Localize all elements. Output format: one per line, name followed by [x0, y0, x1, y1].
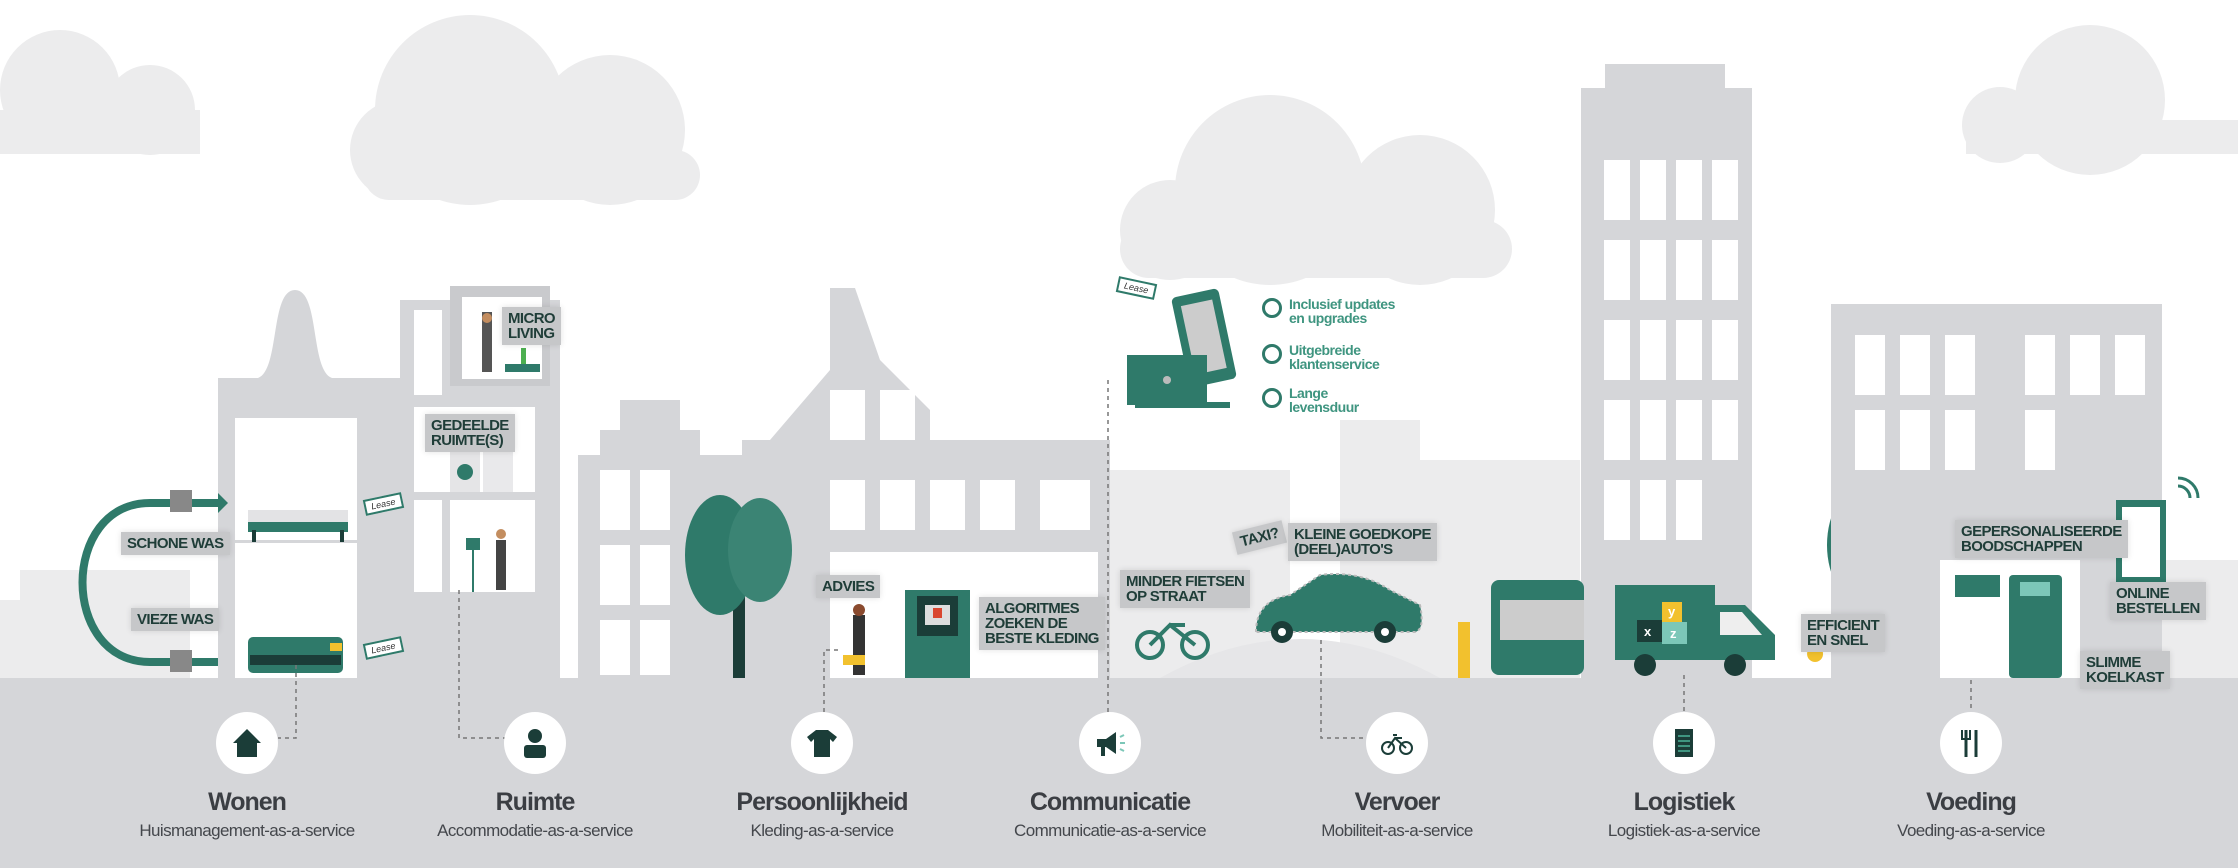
megaphone-icon[interactable]: [1079, 712, 1141, 774]
label-minder-fietsen: MINDER FIETSEN OP STRAAT: [1120, 570, 1251, 608]
label-vieze-was: VIEZE WAS: [131, 608, 220, 631]
cloud: [350, 15, 700, 205]
laundry-basket-dirty-icon: [170, 650, 192, 672]
category-subtitle: Huismanagement-as-a-service: [139, 821, 355, 840]
tree: [685, 495, 792, 678]
category-persoonlijkheid[interactable]: Persoonlijkheid Kleding-as-a-service: [702, 712, 942, 841]
category-ruimte[interactable]: Ruimte Accommodatie-as-a-service: [415, 712, 655, 841]
road-hill: [1160, 639, 1440, 678]
label-efficient: EFFICIENT EN SNEL: [1801, 614, 1886, 652]
truck-box-x: x: [1644, 624, 1652, 639]
category-subtitle: Kleding-as-a-service: [750, 821, 895, 840]
category-logistiek[interactable]: Logistiek Logistiek-as-a-service: [1564, 712, 1804, 841]
bicycle: [1135, 622, 1210, 660]
category-title: Ruimte: [495, 788, 576, 816]
label-schone-was: SCHONE WAS: [121, 532, 230, 555]
label-kleine-autos: KLEINE GOEDKOPE (DEEL)AUTO'S: [1288, 523, 1437, 561]
label-slimme-koelkast: SLIMME KOELKAST: [2080, 651, 2170, 689]
charging-pole: [1458, 622, 1470, 678]
oven: [1955, 575, 2000, 597]
wifi-icon: [2177, 476, 2200, 499]
category-title: Communicatie: [1029, 788, 1191, 816]
category-vervoer[interactable]: Vervoer Mobiliteit-as-a-service: [1277, 712, 1517, 841]
category-subtitle: Mobiliteit-as-a-service: [1321, 821, 1473, 840]
category-title: Wonen: [208, 788, 287, 816]
voeding-building: [1831, 304, 2200, 678]
category-subtitle: Voeding-as-a-service: [1897, 821, 2045, 840]
feature-updates: Inclusief updates en upgrades: [1289, 296, 1395, 326]
shared-car: [1254, 573, 1423, 643]
cycle-icon: [1262, 388, 1282, 408]
ground: [0, 678, 2238, 868]
delivery-truck: [1615, 585, 1824, 676]
logistiek-tower: [1581, 64, 1752, 678]
laundry-basket-clean-icon: [170, 490, 192, 512]
category-subtitle: Communicatie-as-a-service: [1014, 821, 1206, 840]
label-gedeelde-ruimtes: GEDEELDE RUIMTE(S): [425, 414, 515, 452]
persoonlijkheid-building: [578, 288, 1110, 678]
category-subtitle: Accommodatie-as-a-service: [437, 821, 633, 840]
wrench-wifi-icon: [1262, 298, 1282, 318]
category-title: Voeding: [1926, 788, 2017, 816]
category-voeding[interactable]: Voeding Voeding-as-a-service: [1851, 712, 2091, 841]
truck-box-z: z: [1670, 626, 1677, 641]
cloud: [0, 30, 200, 155]
category-title: Logistiek: [1633, 788, 1736, 816]
cutlery-icon[interactable]: [1940, 712, 2002, 774]
connector-lines: [278, 380, 1972, 739]
tshirt-icon[interactable]: [791, 712, 853, 774]
cloud: [1120, 95, 1512, 285]
headset-icon: [1262, 344, 1282, 364]
label-algoritmes: ALGORITMES ZOEKEN DE BESTE KLEDING: [979, 597, 1105, 650]
bicycle-icon[interactable]: [1366, 712, 1428, 774]
category-title: Persoonlijkheid: [736, 788, 908, 816]
devices: [1127, 288, 1237, 408]
label-online-bestellen: ONLINE BESTELLEN: [2110, 582, 2206, 620]
label-advies: ADVIES: [816, 575, 881, 598]
feature-klantenservice: Uitgebreide klantenservice: [1289, 342, 1380, 372]
person-icon[interactable]: [504, 712, 566, 774]
document-icon[interactable]: [1653, 712, 1715, 774]
category-subtitle: Logistiek-as-a-service: [1607, 821, 1761, 840]
feature-levensduur: Lange levensduur: [1289, 385, 1359, 415]
truck-box-y: y: [1668, 604, 1676, 619]
category-communicatie[interactable]: Communicatie Communicatie-as-a-service: [990, 712, 1230, 841]
clouds: [0, 15, 2238, 285]
category-title: Vervoer: [1354, 788, 1441, 816]
category-wonen[interactable]: Wonen Huismanagement-as-a-service: [127, 712, 367, 841]
wonen-building: [218, 286, 560, 678]
laundry-cycle-arrow: [78, 490, 228, 672]
label-boodschappen: GEPERSONALISEERDE BOODSCHAPPEN: [1955, 520, 2128, 558]
cloud: [1962, 25, 2238, 175]
smart-fridge: [2009, 575, 2062, 678]
house-icon[interactable]: [216, 712, 278, 774]
bus: [1491, 580, 1584, 675]
label-micro-living: MICRO LIVING: [502, 307, 561, 345]
